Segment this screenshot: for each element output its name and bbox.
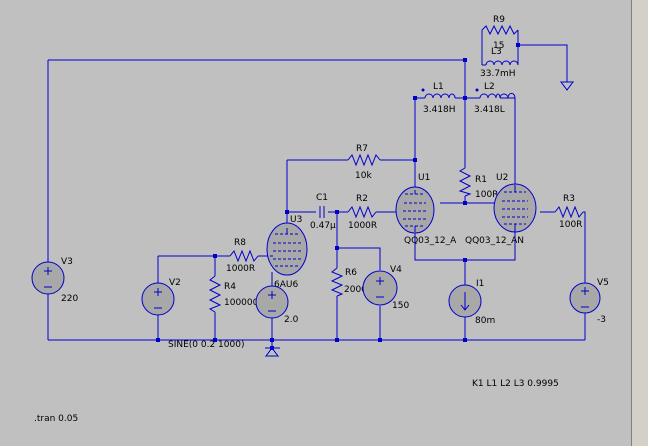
- resistor-r3[interactable]: R3 100R: [554, 194, 584, 230]
- resistor-r8[interactable]: R8 1000R: [226, 238, 259, 274]
- window-frame-right: [631, 0, 648, 446]
- c1-name-label: C1: [316, 193, 328, 203]
- r4-name-label: R4: [224, 282, 236, 292]
- r3-value-label: 100R: [559, 220, 582, 230]
- l3-value-label: 33.7mH: [480, 69, 516, 79]
- tube-u1[interactable]: U1 QQ03_12_A: [395, 173, 457, 246]
- v3-value-label: 220: [61, 294, 78, 304]
- coupling-directive[interactable]: K1 L1 L2 L3 0.9995: [472, 379, 559, 389]
- r4-value-label: 100000R: [224, 298, 265, 308]
- resistor-r7[interactable]: R7 10k: [347, 144, 381, 181]
- resistor-r1[interactable]: R1 100R: [458, 167, 498, 200]
- u2-name-label: U2: [496, 173, 508, 183]
- v2-name-label: V2: [169, 278, 181, 288]
- tube-u3[interactable]: U3 6AU6: [266, 215, 308, 290]
- r7-name-label: R7: [356, 144, 368, 154]
- r1-name-label: R1: [475, 175, 487, 185]
- r2-name-label: R2: [356, 194, 368, 204]
- resistor-r6[interactable]: R6 20000R: [330, 267, 379, 297]
- v2-value-label: SINE(0 0.2 1000): [168, 340, 244, 350]
- voltage-source-v3[interactable]: V3 220: [31, 257, 78, 304]
- r8-name-label: R8: [234, 238, 246, 248]
- l2-value-label: 3.418L: [474, 105, 505, 115]
- r6-name-label: R6: [345, 268, 357, 278]
- v5-value-label: -3: [597, 315, 606, 325]
- r7-value-label: 10k: [355, 171, 372, 181]
- tube-u2[interactable]: U2 QQ03_12_AN: [465, 173, 537, 246]
- resistor-r9[interactable]: R9 15: [481, 15, 519, 51]
- l2-name-label: L2: [484, 82, 495, 92]
- u2-value-label: QQ03_12_AN: [465, 236, 524, 246]
- r9-value-label: 15: [493, 41, 504, 51]
- l1-value-label: 3.418H: [423, 105, 456, 115]
- v4-value-label: 150: [392, 301, 409, 311]
- v4-name-label: V4: [390, 265, 402, 275]
- r1-value-label: 100R: [475, 190, 498, 200]
- u3-name-label: U3: [290, 215, 302, 225]
- inductor-l3[interactable]: L3 33.7mH: [480, 45, 519, 79]
- capacitor-c1[interactable]: C1 0.47µ: [310, 193, 336, 231]
- u1-name-label: U1: [418, 173, 430, 183]
- voltage-source-v1[interactable]: 2.0: [255, 285, 299, 325]
- resistor-r4[interactable]: R4 100000R: [208, 275, 265, 313]
- c1-value-label: 0.47µ: [310, 221, 336, 231]
- inductor-l2[interactable]: L2 3.418L: [474, 82, 516, 115]
- r3-name-label: R3: [563, 194, 575, 204]
- v5-name-label: V5: [597, 278, 609, 288]
- l1-name-label: L1: [433, 82, 444, 92]
- current-source-i1[interactable]: I1 80m: [448, 279, 495, 326]
- r9-name-label: R9: [493, 15, 505, 25]
- wires[interactable]: [47, 30, 586, 357]
- u1-value-label: QQ03_12_A: [404, 236, 457, 246]
- inductor-l1[interactable]: L1 3.418H: [421, 82, 456, 115]
- voltage-source-v5[interactable]: V5 -3: [569, 278, 609, 325]
- voltage-source-v4[interactable]: V4 150: [362, 265, 409, 311]
- r8-value-label: 1000R: [226, 264, 255, 274]
- i1-name-label: I1: [476, 279, 484, 289]
- v3-name-label: V3: [61, 257, 73, 267]
- resistor-r2[interactable]: R2 1000R: [347, 194, 377, 231]
- r6-value-label: 20000R: [344, 285, 379, 295]
- tran-directive[interactable]: .tran 0.05: [34, 414, 78, 424]
- u3-value-label: 6AU6: [274, 280, 298, 290]
- i1-value-label: 80m: [475, 316, 495, 326]
- v1-value-label: 2.0: [284, 315, 299, 325]
- r2-value-label: 1000R: [348, 221, 377, 231]
- l3-name-label: L3: [491, 47, 502, 57]
- voltage-source-v2[interactable]: V2 SINE(0 0.2 1000): [141, 278, 244, 350]
